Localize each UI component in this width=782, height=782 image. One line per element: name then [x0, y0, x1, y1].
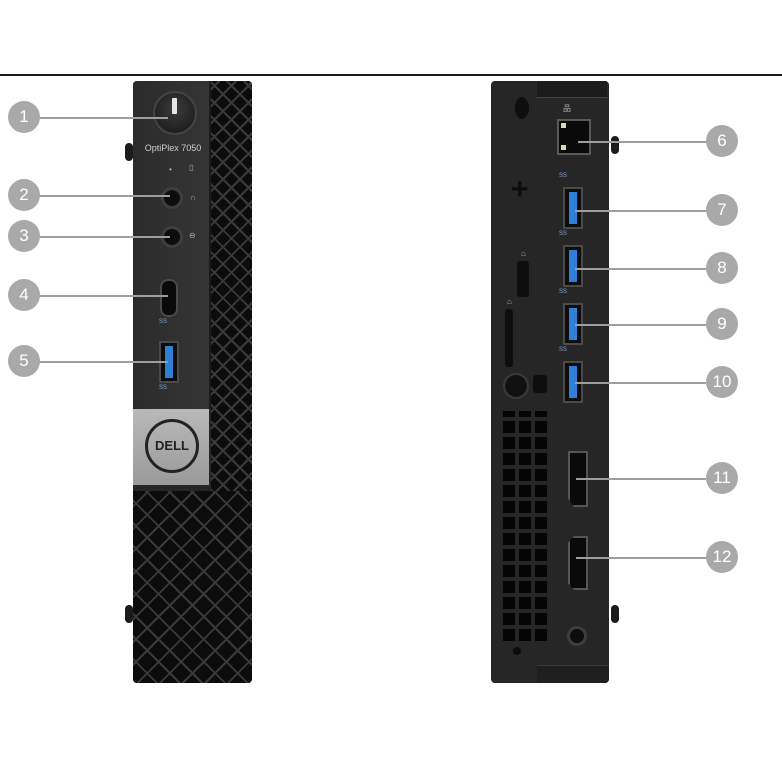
callout-11: 11: [706, 462, 738, 494]
hdd-icon: ▯: [189, 163, 194, 172]
callout-12: 12: [706, 541, 738, 573]
model-label: OptiPlex 7050: [144, 143, 202, 153]
hdmi-port-icon: [568, 536, 588, 590]
usb-a-port-icon: [563, 187, 583, 229]
lock-icon: ⌂: [521, 249, 526, 258]
power-connector-icon: [567, 626, 587, 646]
chassis-foot: [611, 136, 619, 154]
line-out-icon: ⊖: [189, 231, 196, 240]
callout-6: 6: [706, 125, 738, 157]
leader-line: [576, 478, 706, 480]
activity-led-icon: •: [169, 165, 172, 174]
release-latch-icon: [533, 375, 547, 393]
callout-1: 1: [8, 101, 40, 133]
callout-5: 5: [8, 345, 40, 377]
usb-a-label: SS: [159, 385, 168, 391]
leader-line: [38, 236, 170, 238]
callout-4: 4: [8, 279, 40, 311]
headset-jack-icon: [161, 187, 183, 209]
power-button-icon: [153, 91, 197, 135]
leader-line: [38, 295, 168, 297]
leader-line: [575, 382, 706, 384]
leader-line: [575, 210, 706, 212]
headset-icon: ∩: [190, 193, 196, 202]
leader-line: [38, 117, 168, 119]
usb-c-label: SS: [159, 319, 168, 325]
usb-label: SS: [559, 173, 568, 179]
front-chassis: OptiPlex 7050 • ▯ ∩ ⊖ SS SS DELL: [133, 81, 252, 683]
chassis-foot: [125, 143, 133, 161]
usb-a-port-icon: [563, 245, 583, 287]
plus-mark-icon: +: [511, 173, 529, 206]
padlock-icon: ⌂: [507, 297, 512, 306]
leader-line: [575, 324, 706, 326]
dell-logo: DELL: [145, 419, 199, 473]
rj45-port-icon: [557, 119, 591, 155]
dell-badge: DELL: [133, 409, 209, 485]
security-slot-icon: [517, 261, 529, 297]
rear-top-edge: [537, 81, 607, 98]
callout-9: 9: [706, 308, 738, 340]
rear-bottom-edge: [537, 665, 609, 683]
padlock-loop-icon: [505, 309, 513, 367]
leader-line: [576, 557, 706, 559]
usb-c-port-icon: [160, 279, 178, 317]
usb-label: SS: [559, 347, 568, 353]
callout-10: 10: [706, 366, 738, 398]
callout-8: 8: [706, 252, 738, 284]
front-lower-vent-mesh: [133, 491, 252, 683]
leader-line: [38, 361, 168, 363]
chassis-foot: [611, 605, 619, 623]
chassis-foot: [125, 605, 133, 623]
usb-label: SS: [559, 231, 568, 237]
leader-line: [38, 195, 170, 197]
screw-hole-icon: [513, 647, 521, 655]
thumbscrew-icon: [503, 373, 529, 399]
callout-7: 7: [706, 194, 738, 226]
callout-2: 2: [8, 179, 40, 211]
network-icon: 品: [563, 104, 571, 113]
front-vent-mesh: [211, 81, 252, 491]
rear-vent-grid: [503, 411, 551, 641]
top-divider: [0, 74, 782, 76]
leader-line: [575, 268, 706, 270]
front-io-panel: OptiPlex 7050 • ▯ ∩ ⊖ SS SS: [133, 81, 211, 409]
callout-3: 3: [8, 220, 40, 252]
leader-line: [578, 141, 706, 143]
screw-slot-icon: [515, 97, 529, 119]
usb-label: SS: [559, 289, 568, 295]
